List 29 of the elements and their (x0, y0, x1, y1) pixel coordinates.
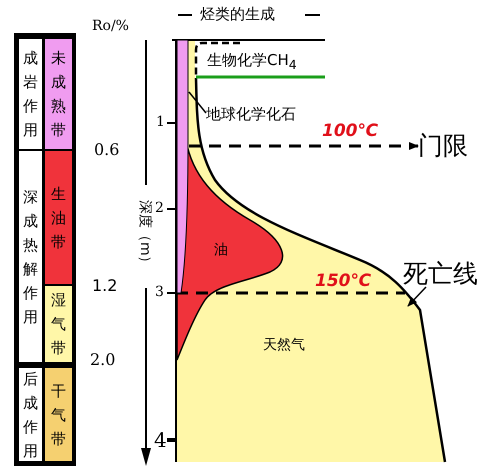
axis-label: 深度（m） (136, 200, 154, 270)
title: 烃类的生成 (200, 5, 275, 24)
table-cell: 深成热解作用 (17, 149, 44, 364)
band (177, 40, 189, 293)
arrow (407, 286, 427, 307)
tick-label: 1 (156, 114, 165, 130)
table-cell: 后成作用 (17, 364, 44, 463)
leader-line (188, 92, 207, 114)
tick-label: 2 (155, 200, 164, 216)
dashed-arrow (189, 142, 419, 150)
boundary-label: 死亡线 (403, 261, 478, 287)
table-cell: 湿气带 (43, 284, 74, 364)
tick-label: 3 (155, 284, 164, 300)
scale-value: 1.2 (92, 276, 118, 295)
area-label: 天然气 (263, 336, 305, 354)
table-cell: 未成熟带 (43, 37, 74, 151)
threshold-label: 门限 (418, 130, 468, 162)
table-cell: 干气带 (43, 364, 74, 463)
area-label: 生物化学CH$_{4}$ (207, 51, 297, 72)
table-cell: 成岩作用 (17, 37, 44, 151)
leader-label: 地球化学化石 (206, 103, 296, 125)
scale-value: 2.0 (90, 350, 116, 369)
scale-value: 0.6 (94, 140, 120, 159)
temperature-label: 150℃ (315, 271, 372, 291)
tick-label: 4 (154, 428, 167, 452)
edge-label: 100℃ (322, 121, 378, 141)
area-label: 油 (214, 241, 228, 259)
table-cell: 生油带 (43, 149, 74, 286)
axis-label: Ro/% (92, 18, 129, 34)
